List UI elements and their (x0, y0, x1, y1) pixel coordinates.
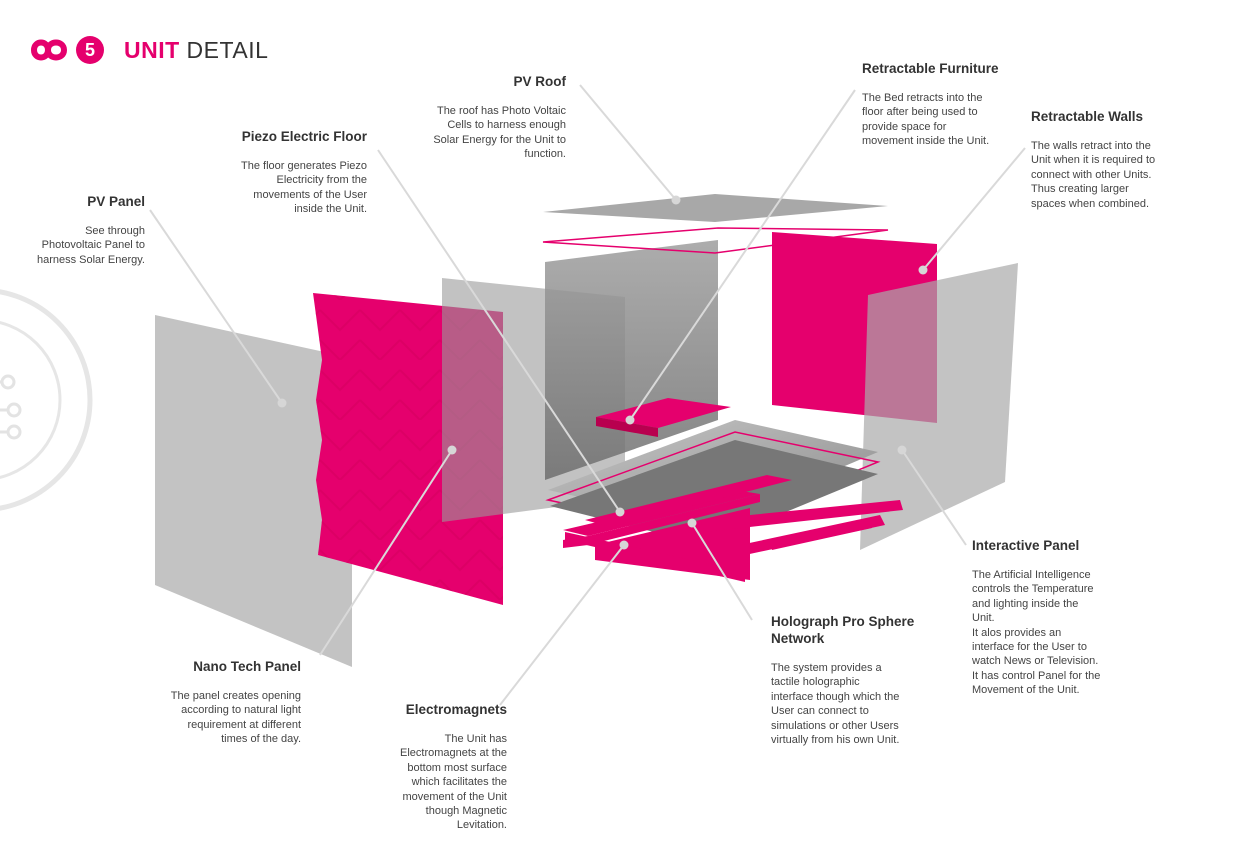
holograph-title: Holograph Pro Sphere Network (771, 614, 915, 646)
nano-tech-desc: The panel creates opening according to n… (170, 690, 301, 746)
piezo-floor-desc: The floor generates Piezo Electricity fr… (241, 160, 367, 216)
circuit-icon (0, 374, 22, 440)
pv-panel-shape (155, 315, 352, 667)
label-retractable-furniture: Retractable Furniture The Bed retracts i… (862, 60, 1032, 149)
holograph-desc: The system provides a tactile holographi… (771, 662, 900, 747)
leader-dots (277, 195, 928, 550)
pv-roof-shape (543, 194, 888, 222)
label-retractable-walls: Retractable Walls The walls retract into… (1031, 108, 1201, 211)
label-holograph: Holograph Pro Sphere Network The system … (771, 613, 941, 747)
interactive-panel-desc: The Artificial Intelligence controls the… (972, 569, 1101, 697)
electromagnets-title: Electromagnets (405, 702, 507, 717)
infinity-logo-icon: 5 (30, 36, 104, 64)
retractable-furniture-title: Retractable Furniture (862, 61, 999, 76)
decorative-circle (0, 289, 93, 511)
interactive-panel-shape (860, 263, 1018, 550)
page-title: UNIT DETAIL (124, 36, 269, 63)
electromagnets-desc: The Unit has Electromagnets at the botto… (399, 733, 507, 832)
retractable-walls-desc: The walls retract into the Unit when it … (1031, 140, 1156, 210)
label-pv-panel: PV Panel See through Photovoltaic Panel … (0, 193, 145, 267)
pv-roof-title: PV Roof (513, 74, 567, 89)
brand-header: 5 UNIT DETAIL (30, 34, 268, 66)
label-electromagnets: Electromagnets The Unit has Electromagne… (347, 701, 507, 833)
retractable-walls-title: Retractable Walls (1031, 109, 1144, 124)
roof-outline (542, 227, 889, 254)
electromagnet-bars (563, 475, 903, 582)
pv-panel-title: PV Panel (87, 194, 145, 209)
nano-tech-title: Nano Tech Panel (193, 659, 301, 674)
pv-roof-desc: The roof has Photo Voltaic Cells to harn… (433, 105, 566, 161)
piezo-floor-title: Piezo Electric Floor (241, 129, 367, 144)
label-pv-roof: PV Roof The roof has Photo Voltaic Cells… (366, 73, 566, 162)
label-piezo-floor: Piezo Electric Floor The floor generates… (167, 128, 367, 217)
label-nano-tech: Nano Tech Panel The panel creates openin… (131, 658, 301, 747)
leader-lines (149, 84, 1026, 706)
interactive-panel-title: Interactive Panel (972, 538, 1080, 553)
logo-number: 5 (85, 40, 95, 60)
label-interactive-panel: Interactive Panel The Artificial Intelli… (972, 537, 1142, 698)
retractable-furniture-desc: The Bed retracts into the floor after be… (862, 92, 990, 148)
pv-panel-desc: See through Photovoltaic Panel to harnes… (36, 225, 145, 266)
